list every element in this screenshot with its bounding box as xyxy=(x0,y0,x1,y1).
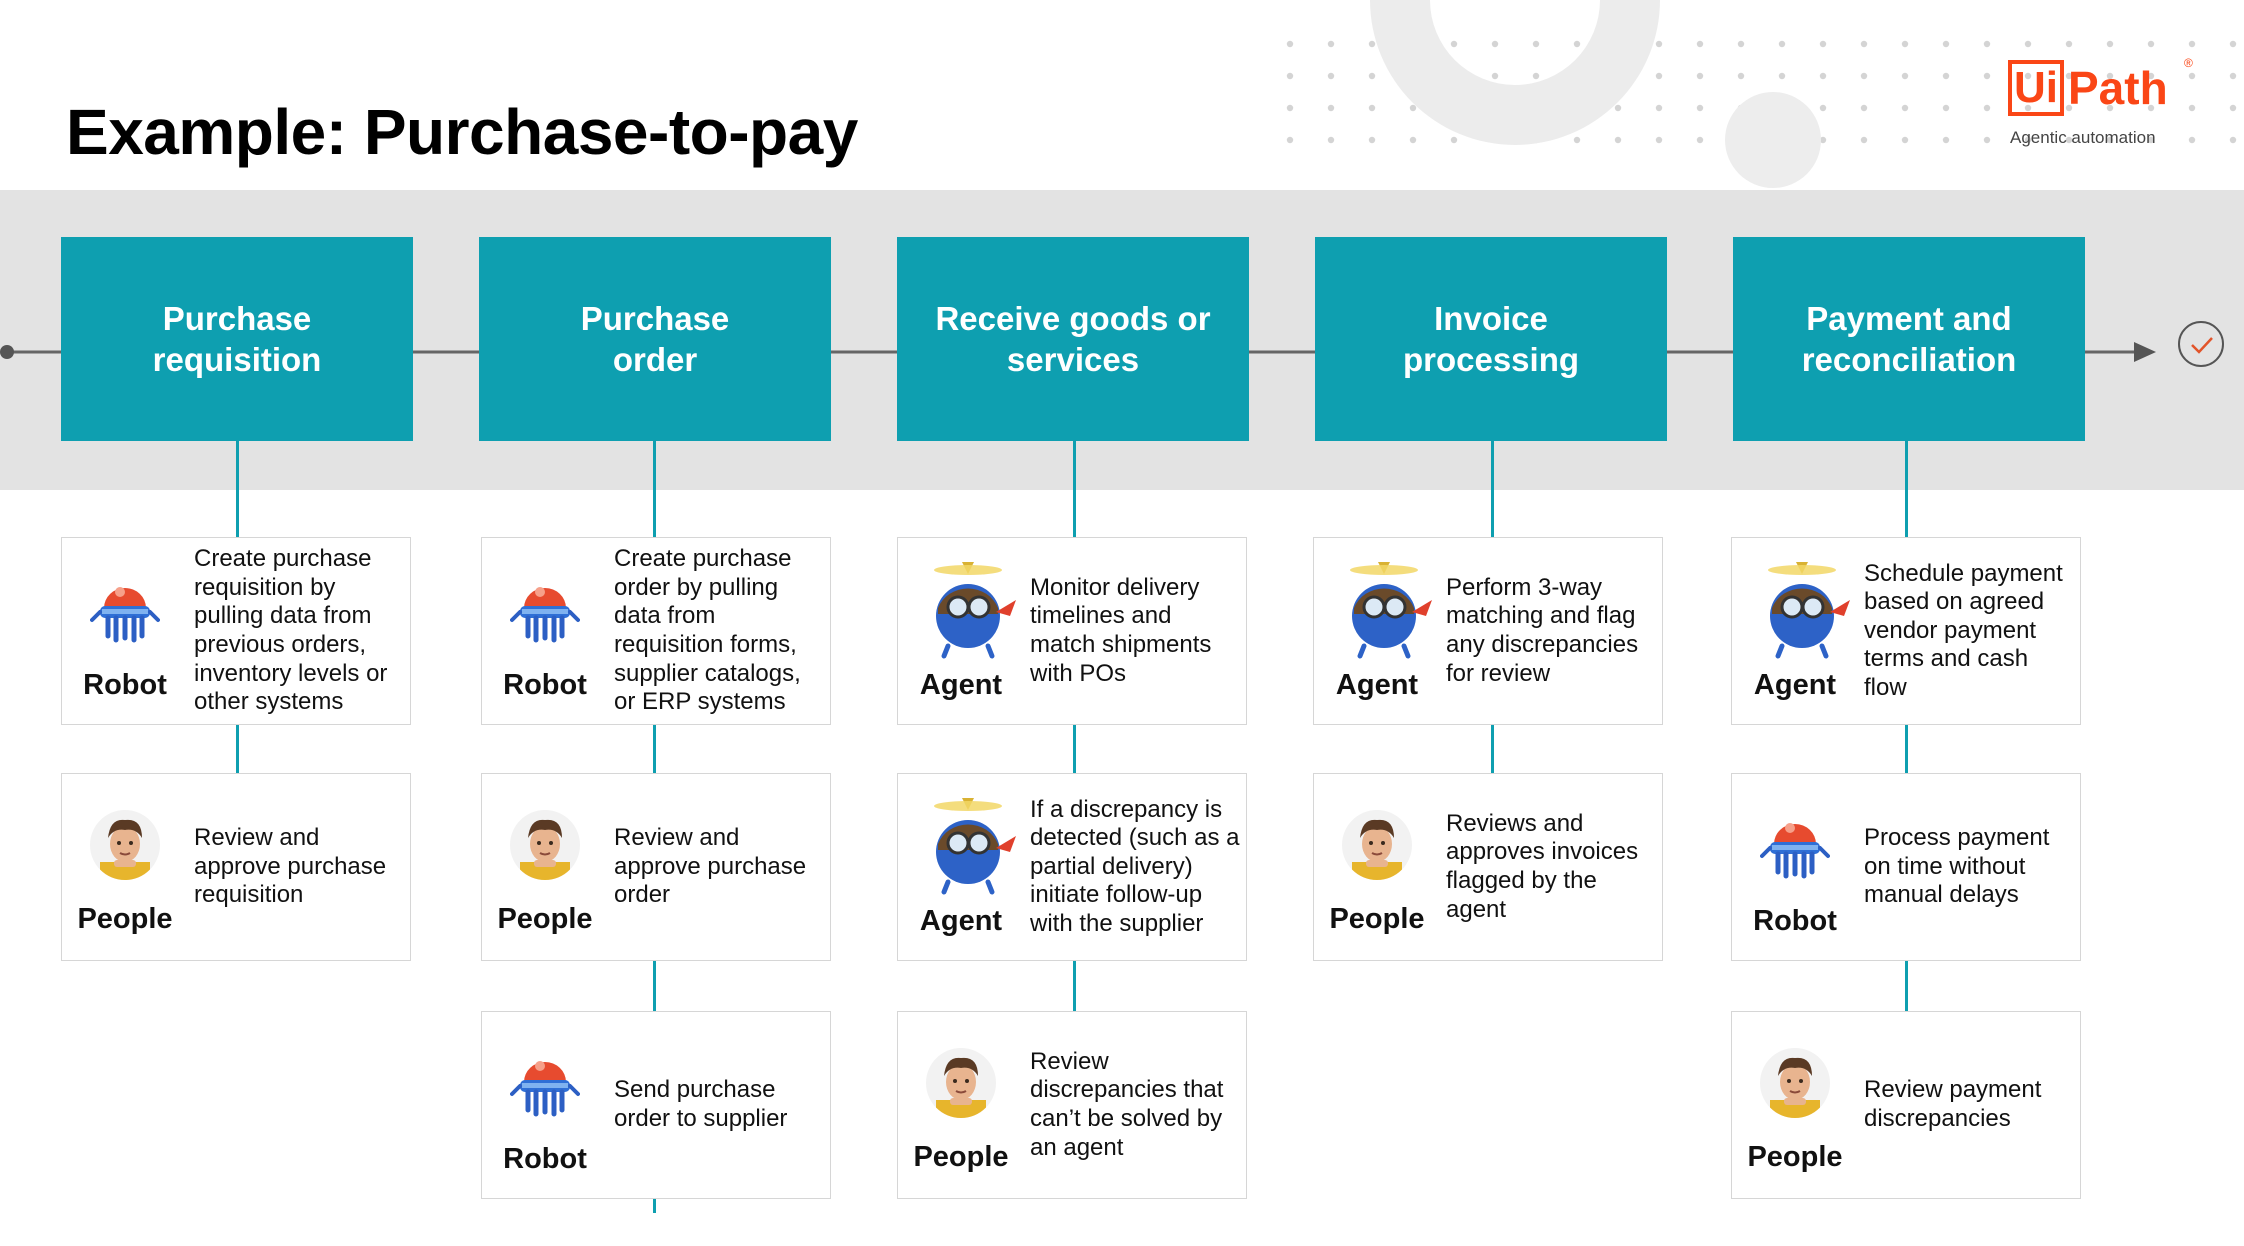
uipath-logo: Ui Path ® Agentic automation xyxy=(2008,56,2198,153)
step-description-text: Schedule payment based on agreed vendor … xyxy=(1864,559,2063,701)
role-label: People xyxy=(1329,903,1425,935)
step-description: Create purchase requisition by pulling d… xyxy=(194,538,406,724)
step-description-text: Review and approve purchase requisition xyxy=(194,824,387,909)
step-description: Review payment discrepancies xyxy=(1864,1012,2076,1198)
step-card: People Review and approve purchase order xyxy=(481,773,831,961)
step-description: Create purchase order by pulling data fr… xyxy=(614,538,826,724)
step-card: Agent Monitor delivery timelines and matc… xyxy=(897,537,1247,725)
step-description: Perform 3-way matching and flag any disc… xyxy=(1446,538,1658,724)
step-description-text: Reviews and approves invoices flagged by… xyxy=(1446,809,1639,923)
step-description-text: Create purchase order by pulling data fr… xyxy=(614,545,801,716)
step-description-text: Review and approve purchase order xyxy=(614,824,807,909)
step-description: Schedule payment based on agreed vendor … xyxy=(1864,538,2076,724)
logo-registered-mark: ® xyxy=(2184,56,2193,70)
agent-icon xyxy=(918,560,1018,660)
role-label: Robot xyxy=(83,669,167,701)
logo-wordmark: Path xyxy=(2068,62,2168,114)
step-description-text: Send purchase order to supplier xyxy=(614,1076,788,1132)
role-label: Robot xyxy=(503,1143,587,1175)
step-card: Robot Send purchase order to supplier xyxy=(481,1011,831,1199)
stage-box-4: Invoice processing xyxy=(1315,237,1667,441)
robot-icon xyxy=(90,574,160,644)
agent-icon xyxy=(918,796,1018,896)
step-description: Monitor delivery timelines and match shi… xyxy=(1030,538,1242,724)
step-description-text: Process payment on time without manual d… xyxy=(1864,824,2050,909)
agent-icon xyxy=(1334,560,1434,660)
role-label: Agent xyxy=(1335,669,1419,701)
step-description-text: Monitor delivery timelines and match shi… xyxy=(1030,573,1212,687)
step-card: Agent Perform 3-way matching and flag any… xyxy=(1313,537,1663,725)
decorative-background xyxy=(1286,0,2237,188)
agent-icon xyxy=(1752,560,1852,660)
robot-icon xyxy=(510,574,580,644)
role-label: Agent xyxy=(919,905,1003,937)
step-description: Process payment on time without manual d… xyxy=(1864,774,2076,960)
step-card: Robot Process payment on time without man… xyxy=(1731,773,2081,961)
step-card: Agent If a discrepancy is detected (such … xyxy=(897,773,1247,961)
step-description: Reviews and approves invoices flagged by… xyxy=(1446,774,1658,960)
stage-box-3: Receive goods or services xyxy=(897,237,1249,441)
step-card: People Review discrepancies that can’t be… xyxy=(897,1011,1247,1199)
role-label: People xyxy=(1747,1141,1843,1173)
step-description-text: Review discrepancies that can’t be solve… xyxy=(1030,1047,1224,1161)
person-avatar-icon xyxy=(926,1048,996,1118)
robot-icon xyxy=(510,1048,580,1118)
step-description: If a discrepancy is detected (such as a … xyxy=(1030,774,1242,960)
robot-icon xyxy=(1760,810,1830,880)
stage-box-2: Purchase order xyxy=(479,237,831,441)
step-description-text: Review payment discrepancies xyxy=(1864,1076,2042,1132)
stage-box-5: Payment and reconciliation xyxy=(1733,237,2085,441)
step-description: Send purchase order to supplier xyxy=(614,1012,826,1198)
step-card: People Review payment discrepancies xyxy=(1731,1011,2081,1199)
step-card: Agent Schedule payment based on agreed ve… xyxy=(1731,537,2081,725)
person-avatar-icon xyxy=(1342,810,1412,880)
page-title: Example: Purchase-to-pay xyxy=(66,95,858,168)
checkmark-circle-icon xyxy=(2178,321,2224,367)
role-label: People xyxy=(497,903,593,935)
step-card: People Review and approve purchase requis… xyxy=(61,773,411,961)
step-description: Review discrepancies that can’t be solve… xyxy=(1030,1012,1242,1198)
step-description: Review and approve purchase order xyxy=(614,774,826,960)
logo-box: Ui xyxy=(2008,60,2064,116)
step-description-text: Perform 3-way matching and flag any disc… xyxy=(1446,573,1639,687)
role-label: Robot xyxy=(503,669,587,701)
role-label: People xyxy=(913,1141,1009,1173)
role-label: Agent xyxy=(919,669,1003,701)
role-label: Robot xyxy=(1753,905,1837,937)
stage-box-1: Purchase requisition xyxy=(61,237,413,441)
step-description-text: If a discrepancy is detected (such as a … xyxy=(1030,795,1240,937)
step-description-text: Create purchase requisition by pulling d… xyxy=(194,545,388,716)
person-avatar-icon xyxy=(1760,1048,1830,1118)
step-card: People Reviews and approves invoices flag… xyxy=(1313,773,1663,961)
person-avatar-icon xyxy=(510,810,580,880)
person-avatar-icon xyxy=(90,810,160,880)
step-card: Robot Create purchase order by pulling da… xyxy=(481,537,831,725)
step-description: Review and approve purchase requisition xyxy=(194,774,406,960)
role-label: People xyxy=(77,903,173,935)
logo-tagline: Agentic automation xyxy=(2010,128,2156,147)
step-card: Robot Create purchase requisition by pull… xyxy=(61,537,411,725)
role-label: Agent xyxy=(1753,669,1837,701)
